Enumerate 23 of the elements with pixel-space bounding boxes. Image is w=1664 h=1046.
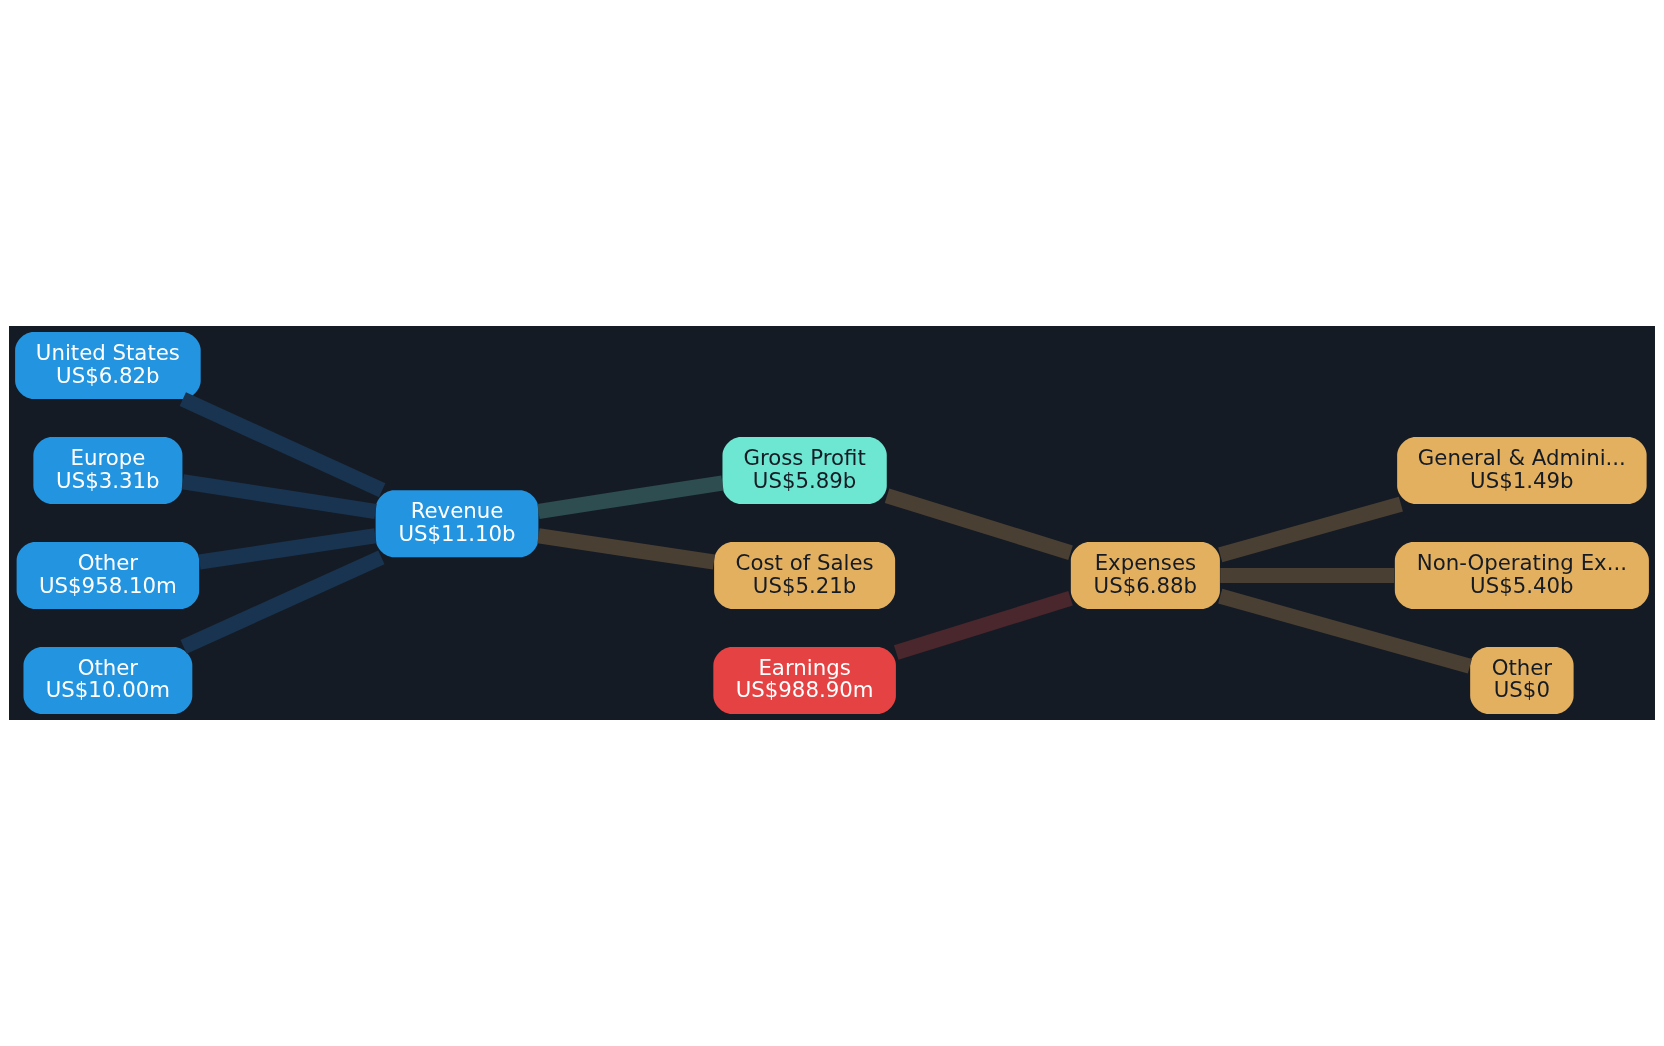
node-box: Cost of Sales US$5.21b: [714, 542, 896, 609]
node-box: Expenses US$6.88b: [1070, 542, 1220, 609]
connector: [180, 550, 385, 654]
node-box: Revenue US$11.10b: [375, 490, 539, 558]
node-box: Non-Operating Ex... US$5.40b: [1394, 542, 1649, 609]
node-box: Gross Profit US$5.89b: [722, 437, 887, 504]
connector: [1218, 496, 1403, 563]
connector: [179, 392, 386, 498]
node-box: Other US$10.00m: [23, 647, 193, 714]
connector: [198, 528, 377, 570]
connector: [537, 475, 724, 519]
node-box: Earnings US$988.90m: [713, 647, 896, 714]
node-box: Other US$958.10m: [16, 542, 200, 609]
node-box: Other US$0: [1470, 647, 1574, 714]
connector: [884, 488, 1073, 560]
connector: [181, 474, 377, 519]
connector: [537, 528, 716, 570]
node-box: General & Admini... US$1.49b: [1397, 437, 1647, 504]
node-box: Europe US$3.31b: [33, 437, 183, 504]
connector: [1218, 588, 1472, 674]
connector: [893, 591, 1073, 660]
connector: [1220, 567, 1395, 584]
node-box: United States US$6.82b: [15, 332, 201, 399]
